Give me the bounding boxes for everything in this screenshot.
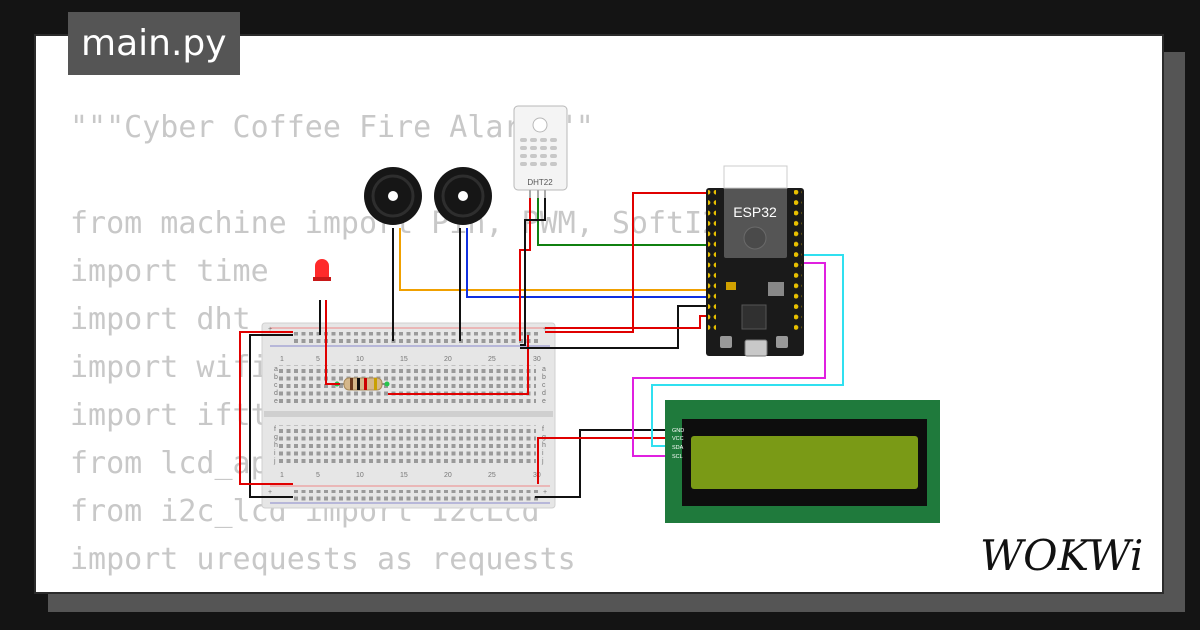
buzzer1-signal-wire [399, 228, 710, 291]
col-label: 25 [488, 356, 496, 363]
red-led [313, 259, 331, 281]
dht22-sensor: DHT22 [513, 105, 568, 198]
lcd-pin-label: SDA [672, 445, 684, 451]
row-label: d [542, 390, 546, 397]
rail-plus-label: + [543, 489, 547, 496]
row-label: b [274, 374, 278, 381]
code-line: import wifi [70, 350, 269, 385]
col-label: 1 [280, 472, 284, 479]
row-label: c [542, 382, 546, 389]
esp32-label: ESP32 [733, 204, 777, 220]
buzzer-2 [434, 167, 492, 225]
buzzer2-signal-wire [466, 228, 710, 298]
row-label: e [274, 398, 278, 405]
row-label: b [542, 374, 546, 381]
led-anode-wire [325, 300, 340, 385]
lcd-vcc-wire [537, 437, 668, 484]
row-label: i [542, 450, 544, 457]
buzzer-1 [364, 167, 422, 225]
code-line: import urequests as requests [70, 542, 576, 577]
lcd-gnd-wire [535, 429, 668, 498]
row-label: j [541, 458, 544, 465]
col-label: 10 [356, 356, 364, 363]
file-tab[interactable]: main.py [68, 12, 240, 75]
top-power-rail [293, 332, 538, 343]
row-label: j [273, 458, 276, 465]
lcd-pin-label: GND [672, 428, 684, 434]
code-line: import dht [70, 302, 251, 337]
rail-plus-label: + [268, 326, 272, 333]
bottom-terminal-strip [278, 425, 536, 463]
row-label: f [542, 426, 544, 433]
rail-plus-label: + [543, 326, 547, 333]
esp32-board: ESP32 [706, 165, 804, 357]
col-label: 15 [400, 472, 408, 479]
center-channel [264, 411, 553, 417]
bottom-power-rail [293, 490, 538, 501]
lcd-1602-display: GND VCC SDA SCL [665, 400, 940, 523]
top-terminal-strip [278, 365, 536, 403]
lcd-pin-label: SCL [672, 454, 683, 460]
row-label: c [274, 382, 278, 389]
dht22-label: DHT22 [527, 178, 553, 187]
col-label: 20 [444, 472, 452, 479]
row-label: e [542, 398, 546, 405]
rail-plus-label: + [268, 489, 272, 496]
resistor-to-rail-wire [388, 335, 529, 395]
row-label: h [274, 442, 278, 449]
col-label: 10 [356, 472, 364, 479]
col-label: 5 [316, 472, 320, 479]
row-label: a [542, 366, 546, 373]
esp32-vin-wire [545, 315, 710, 329]
col-label: 5 [316, 356, 320, 363]
wokwi-logo[interactable]: WOKWi [978, 532, 1148, 580]
row-label: a [274, 366, 278, 373]
row-label: i [274, 450, 276, 457]
col-label: 1 [280, 356, 284, 363]
col-label: 30 [533, 472, 541, 479]
col-label: 20 [444, 356, 452, 363]
esp32-3v3-wire [545, 192, 710, 333]
esp32-right-pins [794, 190, 802, 330]
resistor [334, 377, 390, 391]
code-line: import time [70, 254, 269, 289]
lcd-pin-label: VCC [672, 436, 684, 442]
breadboard: + + + + 1 5 10 15 20 25 30 1 5 10 15 20 … [261, 322, 556, 509]
row-label: h [542, 442, 546, 449]
row-label: d [274, 390, 278, 397]
wokwi-logo-text: WOKWi [980, 532, 1143, 580]
wires [239, 192, 844, 498]
dht-gnd-wire [520, 195, 546, 346]
col-label: 25 [488, 472, 496, 479]
row-label: f [274, 426, 276, 433]
lcd-scl-wire [632, 262, 826, 457]
esp32-left-pins [708, 190, 716, 330]
rail-vcc-bridge-wire [239, 331, 293, 485]
lcd-sda-wire [651, 254, 844, 447]
col-label: 15 [400, 356, 408, 363]
col-label: 30 [533, 356, 541, 363]
rail-gnd-bridge-wire [249, 334, 293, 498]
row-label: g [274, 434, 278, 441]
project-preview-card: """Cyber Coffee Fire Alarm"""from machin… [34, 34, 1164, 594]
dht-data-wire [537, 195, 710, 246]
